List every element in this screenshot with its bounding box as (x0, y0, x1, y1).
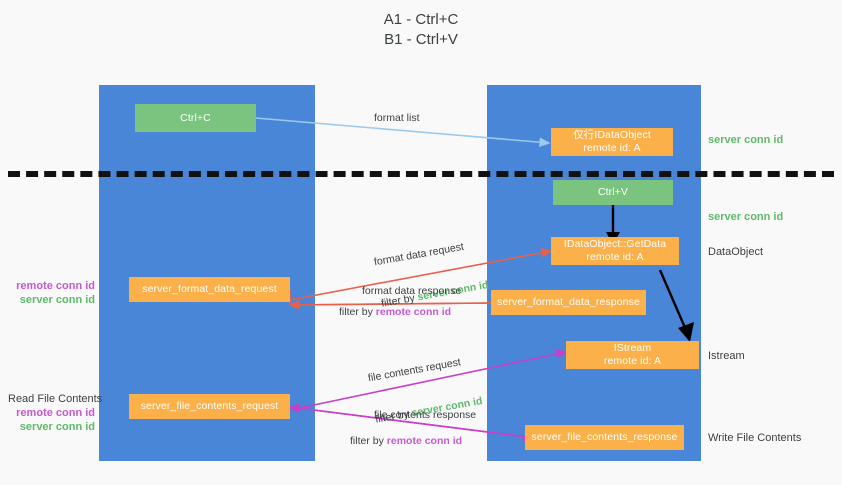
box-server-file-contents-response[interactable]: server_file_contents_response (525, 425, 684, 450)
phase-divider (8, 171, 834, 177)
arrow-label-format-list: format list (374, 112, 420, 124)
arrow-label-file-contents-response-filter-prefix: filter by (350, 435, 387, 447)
arrow-label-format-data-response: format data response (362, 285, 462, 297)
box-server-format-data-response[interactable]: server_format_data_response (491, 290, 646, 315)
diagram-title: A1 - Ctrl+C B1 - Ctrl+V (383, 11, 459, 48)
arrow-label-format-data-request-line1: format data request (373, 240, 465, 269)
box-istream[interactable]: IStream remote id: A (566, 341, 699, 369)
box-idataobject-getdata[interactable]: IDataObject::GetData remote id: A (551, 237, 679, 265)
box-server-format-data-request[interactable]: server_format_data_request (129, 277, 290, 302)
label-server-conn-id-second: server conn id (708, 211, 784, 223)
arrow-label-file-contents-response-filter: filter by remote conn id (350, 434, 462, 448)
label-read-file-contents: Read File Contents (8, 393, 103, 405)
box-server-file-contents-request[interactable]: server_file_contents_request (129, 394, 290, 419)
arrow-label-file-contents-response: file contents response (374, 409, 477, 421)
box-idataobject-receive[interactable]: 仅行IDataObject remote id: A (551, 128, 673, 156)
arrow-label-format-data-response-filter-value: remote conn id (375, 306, 452, 318)
box-ctrl-v[interactable]: Ctrl+V (553, 180, 673, 205)
label-remote-conn-id-file: remote conn id (16, 407, 95, 419)
label-server-conn-id-format: server conn id (19, 294, 95, 306)
label-server-conn-id-file: server conn id (19, 421, 95, 433)
label-write-file-contents: Write File Contents (708, 432, 802, 444)
arrow-label-file-contents-response-filter-value: remote conn id (386, 435, 463, 447)
label-group-read-file-contents: Read File Contents remote conn id server… (8, 392, 103, 434)
arrow-label-file-contents-request-line1: file contents request (367, 356, 462, 385)
label-remote-conn-id-format: remote conn id (16, 280, 95, 292)
arrow-label-format-data-response-filter: filter by remote conn id (339, 305, 451, 319)
label-istream: Istream (708, 350, 745, 362)
arrow-label-format-data-response-filter-prefix: filter by (339, 306, 376, 318)
label-dataobject: DataObject (708, 246, 764, 258)
box-ctrl-c[interactable]: Ctrl+C (135, 104, 256, 132)
label-group-conn-ids-format: remote conn id server conn id (10, 279, 95, 307)
label-server-conn-id-top: server conn id (708, 134, 784, 146)
